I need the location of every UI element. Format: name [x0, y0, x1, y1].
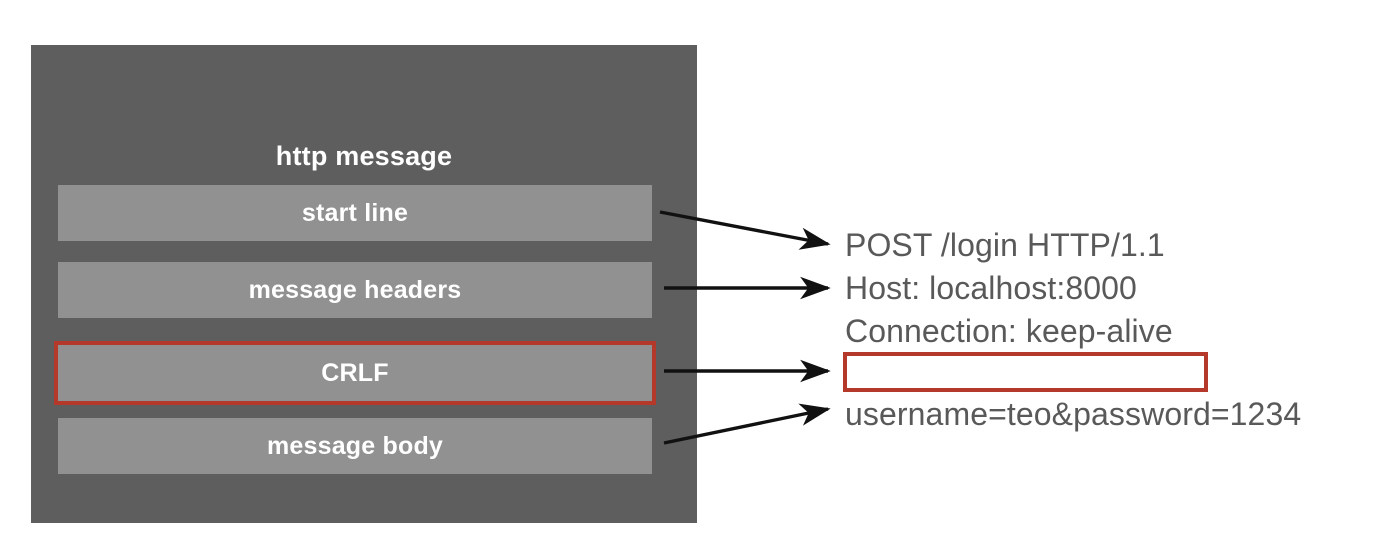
segment-start-line-label: start line: [301, 198, 409, 227]
raw-message-line-start-line: POST /login HTTP/1.1: [845, 227, 1165, 263]
segment-start-line: start line: [58, 185, 652, 241]
panel-title: http message: [275, 141, 453, 171]
raw-message-line-body: username=teo&password=1234: [845, 396, 1302, 432]
segment-message-body: message body: [58, 418, 652, 474]
raw-message-line-host-header: Host: localhost:8000: [845, 270, 1137, 306]
segment-crlf-label: CRLF: [321, 358, 389, 387]
segment-message-headers: message headers: [58, 262, 652, 318]
segment-message-headers-label: message headers: [248, 275, 462, 304]
http-message-panel: http message start line message headers …: [31, 45, 697, 523]
raw-message-crlf-blank-line-highlight: [843, 352, 1208, 392]
raw-message-line-connection-header: Connection: keep-alive: [845, 313, 1173, 349]
segment-crlf: CRLF: [54, 341, 656, 405]
segment-message-body-label: message body: [266, 431, 444, 460]
